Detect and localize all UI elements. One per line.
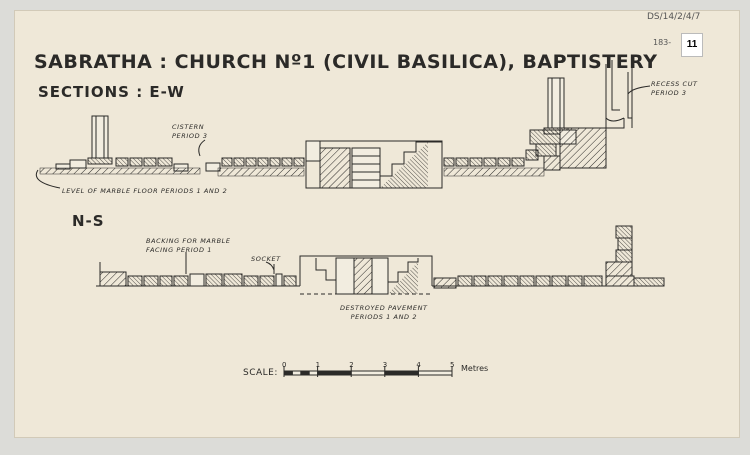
- archive-reference-secondary: 183-: [653, 38, 672, 47]
- scale-unit: Metres: [461, 364, 489, 373]
- ew-floor-left: [39, 157, 201, 175]
- ns-basin: [299, 255, 433, 295]
- socket-note: SOCKET: [251, 255, 281, 263]
- ew-section: [35, 60, 651, 189]
- ew-floor-centre: [205, 157, 305, 177]
- ns-floor-right: [432, 275, 664, 289]
- cistern-leader: [198, 139, 206, 157]
- scale-tick-label: 5: [450, 361, 455, 369]
- floor-leader: [35, 169, 61, 189]
- scale-bar: [283, 366, 453, 377]
- socket-leader: [265, 261, 275, 271]
- ew-floor-right: [443, 157, 545, 177]
- drawing-sheet: [14, 10, 740, 438]
- scale-tick-label: 3: [382, 361, 388, 369]
- cistern-note: CISTERN PERIOD 3: [172, 123, 208, 140]
- drawing-title: SABRATHA : CHURCH Nº1 (CIVIL BASILICA), …: [34, 51, 658, 73]
- recess-leader: [627, 85, 651, 95]
- scale-tick-label: 2: [349, 361, 354, 369]
- right-column-icon: [543, 77, 569, 135]
- section-ns-heading: N-S: [72, 212, 105, 230]
- destroyed-pavement-note: DESTROYED PAVEMENT PERIODS 1 AND 2: [340, 304, 428, 321]
- scale-tick-label: 0: [282, 361, 287, 369]
- ns-wall-stack: [605, 225, 665, 287]
- ew-right-masonry: [525, 60, 633, 171]
- plate-number-label: 11: [681, 33, 703, 57]
- scale-tick-label: 1: [315, 361, 321, 369]
- ew-basin: [305, 140, 443, 189]
- ns-section: [96, 225, 665, 295]
- left-column-icon: [87, 115, 113, 165]
- marble-floor-note: LEVEL OF MARBLE FLOOR PERIODS 1 AND 2: [62, 187, 228, 195]
- ns-floor-left: [96, 262, 300, 287]
- recess-cut-note: RECESS CUT PERIOD 3: [651, 80, 698, 97]
- backing-note: BACKING FOR MARBLE FACING PERIOD 1: [146, 237, 231, 254]
- scale-tick-label: 4: [416, 361, 421, 369]
- archive-reference: DS/14/2/4/7: [647, 12, 701, 22]
- section-ew-heading: SECTIONS : E-W: [38, 83, 185, 101]
- scale-label: SCALE:: [243, 368, 278, 378]
